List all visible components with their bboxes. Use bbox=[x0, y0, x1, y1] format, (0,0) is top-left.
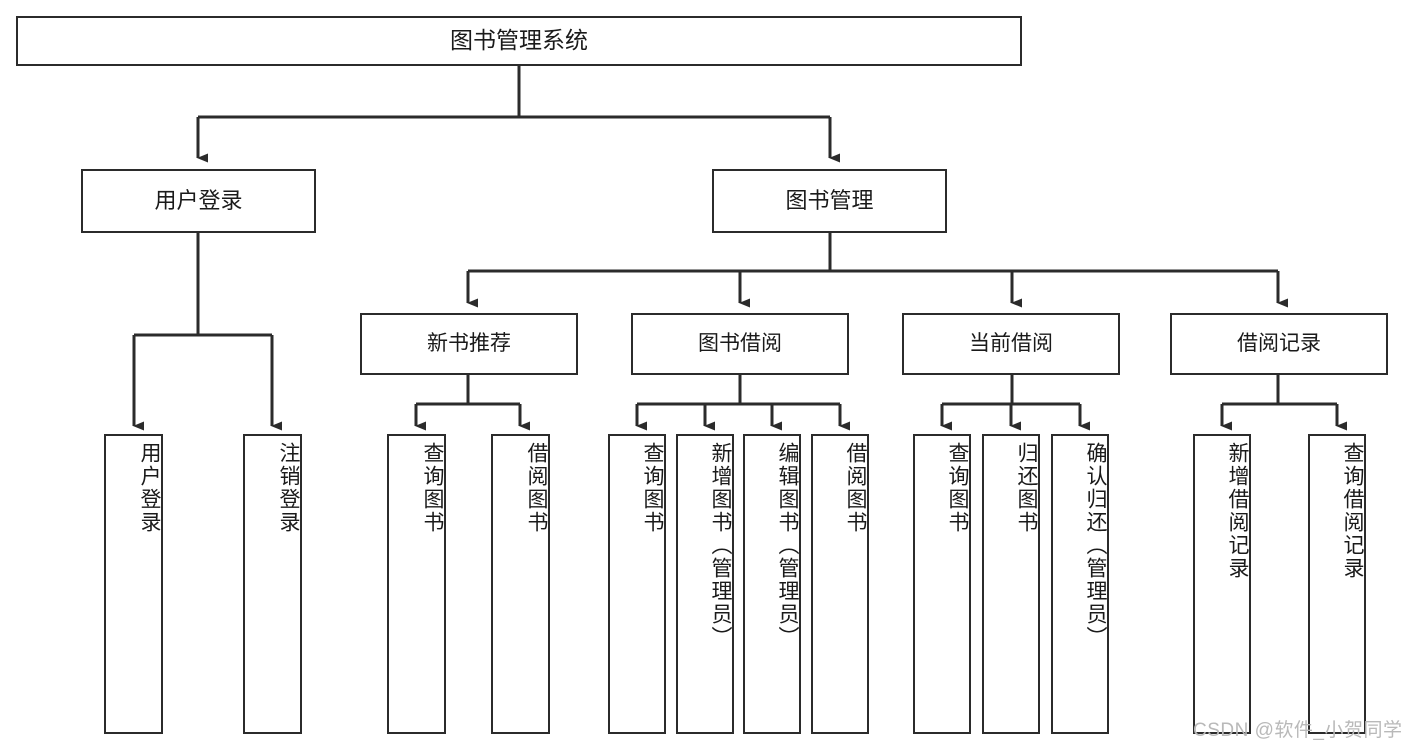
node-leaf-query-book-2[interactable]: 查询图书 bbox=[608, 434, 666, 734]
node-leaf-logout-login[interactable]: 注销登录 bbox=[243, 434, 302, 734]
node-root-system[interactable]: 图书管理系统 bbox=[16, 16, 1022, 66]
node-current-borrow-label: 当前借阅 bbox=[969, 331, 1053, 355]
node-leaf-edit-book-label: 编辑图书（管理员） bbox=[776, 442, 799, 649]
node-user-login[interactable]: 用户登录 bbox=[81, 169, 316, 233]
node-borrow-record-label: 借阅记录 bbox=[1237, 331, 1321, 355]
node-leaf-borrow-book-2[interactable]: 借阅图书 bbox=[811, 434, 869, 734]
node-leaf-return-book[interactable]: 归还图书 bbox=[982, 434, 1040, 734]
node-leaf-confirm-return-label: 确认归还（管理员） bbox=[1084, 442, 1107, 649]
node-leaf-return-book-label: 归还图书 bbox=[1015, 442, 1038, 534]
node-borrow-record[interactable]: 借阅记录 bbox=[1170, 313, 1388, 375]
node-leaf-query-record-label: 查询借阅记录 bbox=[1341, 442, 1364, 580]
node-leaf-add-book[interactable]: 新增图书（管理员） bbox=[676, 434, 734, 734]
node-leaf-borrow-book-1[interactable]: 借阅图书 bbox=[491, 434, 550, 734]
node-leaf-logout-login-label: 注销登录 bbox=[277, 442, 300, 534]
node-leaf-borrow-book-2-label: 借阅图书 bbox=[844, 442, 867, 534]
node-current-borrow[interactable]: 当前借阅 bbox=[902, 313, 1120, 375]
node-leaf-add-record[interactable]: 新增借阅记录 bbox=[1193, 434, 1251, 734]
node-leaf-query-book-1-label: 查询图书 bbox=[421, 442, 444, 534]
node-new-book-recommend-label: 新书推荐 bbox=[427, 331, 511, 355]
node-book-borrow-label: 图书借阅 bbox=[698, 331, 782, 355]
node-leaf-borrow-book-1-label: 借阅图书 bbox=[525, 442, 548, 534]
node-leaf-edit-book[interactable]: 编辑图书（管理员） bbox=[743, 434, 801, 734]
node-book-borrow[interactable]: 图书借阅 bbox=[631, 313, 849, 375]
node-leaf-user-login[interactable]: 用户登录 bbox=[104, 434, 163, 734]
node-leaf-query-book-2-label: 查询图书 bbox=[641, 442, 664, 534]
node-leaf-confirm-return[interactable]: 确认归还（管理员） bbox=[1051, 434, 1109, 734]
node-root-label: 图书管理系统 bbox=[450, 27, 588, 54]
node-book-manage[interactable]: 图书管理 bbox=[712, 169, 947, 233]
node-leaf-query-book-3[interactable]: 查询图书 bbox=[913, 434, 971, 734]
node-leaf-user-login-label: 用户登录 bbox=[138, 442, 161, 534]
node-leaf-add-book-label: 新增图书（管理员） bbox=[709, 442, 732, 649]
node-user-login-label: 用户登录 bbox=[154, 188, 243, 214]
node-leaf-add-record-label: 新增借阅记录 bbox=[1226, 442, 1249, 580]
watermark-text: CSDN @软件_小贺同学 bbox=[1193, 720, 1403, 741]
node-book-manage-label: 图书管理 bbox=[785, 188, 874, 214]
node-leaf-query-book-1[interactable]: 查询图书 bbox=[387, 434, 446, 734]
node-leaf-query-book-3-label: 查询图书 bbox=[946, 442, 969, 534]
node-new-book-recommend[interactable]: 新书推荐 bbox=[360, 313, 578, 375]
node-leaf-query-record[interactable]: 查询借阅记录 bbox=[1308, 434, 1366, 734]
